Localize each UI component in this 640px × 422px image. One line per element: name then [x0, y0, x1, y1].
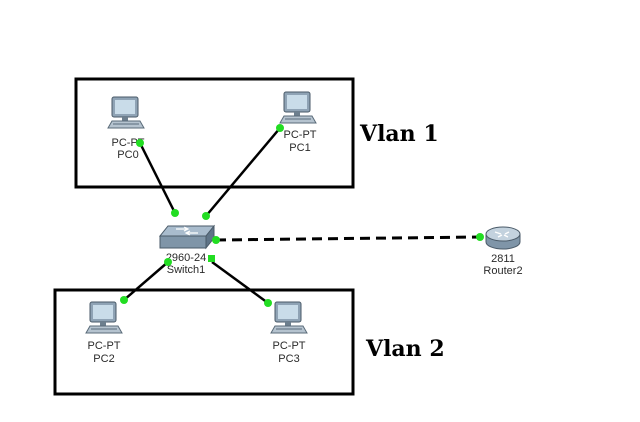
- link-pc2-switch1: [123, 261, 169, 301]
- port-indicator: [202, 212, 210, 220]
- pc1-name-label: PC1: [289, 142, 310, 154]
- port-indicator: [164, 258, 172, 266]
- vlan2-box: [53, 288, 355, 396]
- port-indicator: [476, 233, 484, 241]
- router2-name-label: Router2: [483, 265, 522, 277]
- vlan1-label: Vlan 1: [359, 121, 439, 147]
- port-indicator: [264, 299, 272, 307]
- device-switch1[interactable]: 2960-24 Switch1: [158, 224, 216, 276]
- device-pc2[interactable]: PC-PT PC2: [85, 301, 123, 365]
- links: [123, 127, 481, 305]
- pc0-name-label: PC0: [117, 149, 138, 161]
- pc1-type-label: PC-PT: [284, 129, 317, 141]
- device-router2[interactable]: 2811 Router2: [483, 226, 523, 277]
- switch1-type-label: 2960-24: [166, 252, 206, 264]
- device-pc1[interactable]: PC-PT PC1: [279, 91, 317, 154]
- pc2-type-label: PC-PT: [88, 340, 121, 352]
- port-indicator: [171, 209, 179, 217]
- link-pc1-switch1: [205, 127, 281, 217]
- vlan2-label: Vlan 2: [365, 336, 445, 362]
- router2-type-label: 2811: [491, 253, 515, 265]
- port-indicator: [208, 255, 215, 262]
- pc-icon: [107, 96, 145, 129]
- device-pc3[interactable]: PC-PT PC3: [270, 301, 308, 365]
- pc2-name-label: PC2: [93, 353, 114, 365]
- port-indicator: [120, 296, 128, 304]
- pc-icon: [270, 301, 308, 334]
- port-indicator: [136, 139, 144, 147]
- device-pc0[interactable]: PC-PT PC0: [107, 96, 145, 161]
- port-indicator: [212, 236, 220, 244]
- pc-icon: [279, 91, 317, 124]
- link-pc3-switch1: [211, 260, 269, 305]
- link-switch1-router2: [215, 235, 481, 242]
- port-indicator: [276, 124, 284, 132]
- switch-icon: [158, 224, 216, 250]
- router-icon: [485, 226, 521, 250]
- link-pc0-switch1: [138, 142, 177, 214]
- pc3-type-label: PC-PT: [273, 340, 306, 352]
- port-indicators: [120, 124, 484, 307]
- vlan1-box: [74, 77, 355, 189]
- pc-icon: [85, 301, 123, 334]
- pc0-type-label: PC-PT: [112, 137, 145, 149]
- pc3-name-label: PC3: [278, 353, 299, 365]
- switch1-name-label: Switch1: [167, 264, 206, 276]
